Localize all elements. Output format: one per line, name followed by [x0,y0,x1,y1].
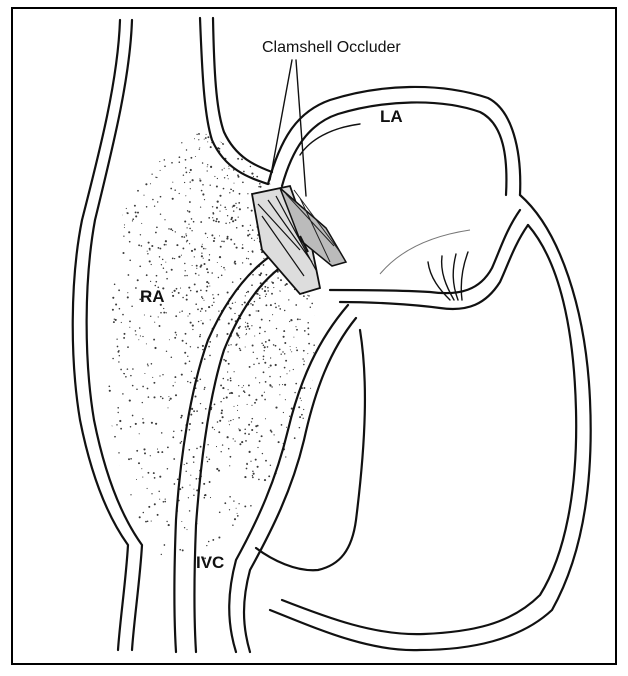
left-ventricle-outer-wall [270,195,591,650]
interventricular-septum-right [244,318,356,652]
mitral-valve-leaflet [380,230,470,274]
callout-pointer-right [296,60,306,196]
callout-pointer-left [270,60,292,180]
catheter-sheath-left [175,240,301,652]
left-atrium-label: LA [380,107,403,126]
right-atrium-label: RA [140,287,165,306]
left-ventricle-inner-wall [282,225,576,634]
mitral-annulus-wall-inner [340,225,528,309]
chordae-1 [428,262,450,300]
left-atrium-septum-line [300,124,360,155]
right-atrium-inner-wall [87,20,142,650]
callout-label: Clamshell Occluder [262,39,401,56]
clamshell-occluder-device [252,186,346,294]
svc-right-wall-outer [200,18,268,184]
chordae-4 [461,252,468,300]
stipple-shading [100,130,331,571]
ivc-label: IVC [196,553,224,572]
mitral-annulus-wall [330,210,520,293]
